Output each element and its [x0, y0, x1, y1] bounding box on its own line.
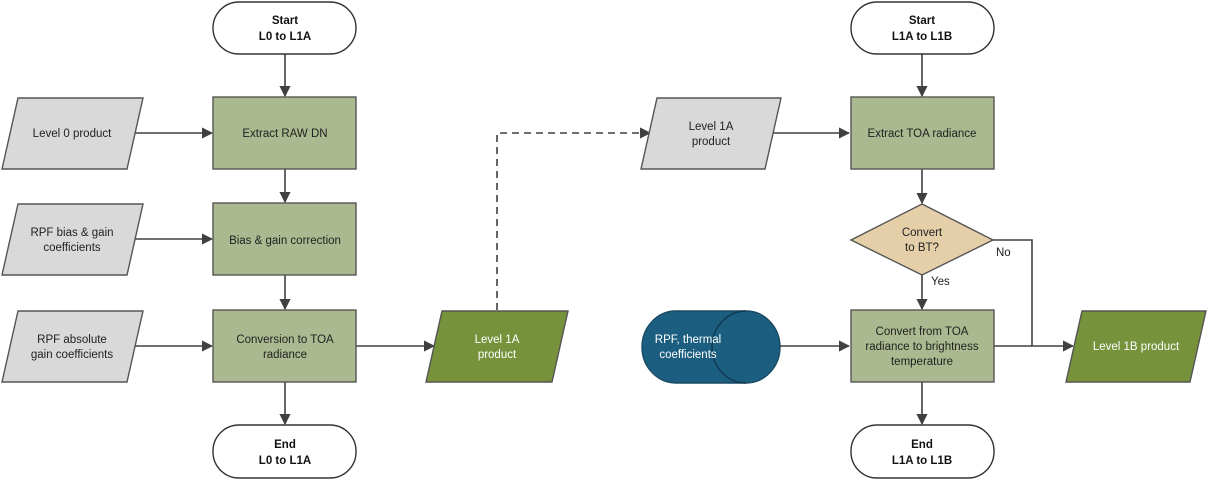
process-toa-conversion: Conversion to TOA radiance — [212, 309, 357, 383]
terminal-end-l1a-line1: End — [911, 439, 933, 451]
decision-no-label: No — [996, 247, 1011, 259]
terminal-end-l1a-line2: L1A to L1B — [892, 455, 952, 467]
terminal-start-l0: Start L0 to L1A — [212, 1, 357, 55]
decision-convert-to-bt-line2: to BT? — [905, 242, 939, 254]
input-rpf-absolute-gain-line2: gain coefficients — [31, 349, 114, 361]
terminal-start-l0-line1: Start — [272, 15, 298, 27]
storage-rpf-thermal-coefficients: RPF, thermal coefficients — [641, 310, 781, 384]
input-level0-product: Level 0 product — [1, 97, 144, 170]
output-level1a-product-line1: Level 1A — [475, 334, 520, 346]
terminal-start-l1a-line2: L1A to L1B — [892, 31, 952, 43]
output-level1a-product-line2: product — [478, 349, 517, 361]
input-rpf-bias-gain-line1: RPF bias & gain — [30, 227, 113, 239]
input-rpf-bias-gain: RPF bias & gain coefficients — [1, 203, 144, 276]
terminal-end-l1a: End L1A to L1B — [850, 424, 995, 479]
storage-rpf-thermal-line1: RPF, thermal — [655, 334, 721, 346]
edge-decision-no — [992, 239, 1075, 352]
process-toa-conversion-line1: Conversion to TOA — [236, 334, 334, 346]
decision-yes-label: Yes — [931, 276, 950, 288]
process-extract-toa-radiance-label: Extract TOA radiance — [868, 128, 977, 140]
input-rpf-absolute-gain-line1: RPF absolute — [37, 334, 107, 346]
output-level1b-product-label: Level 1B product — [1093, 341, 1180, 353]
process-bias-gain-correction-label: Bias & gain correction — [229, 235, 341, 247]
output-level1a-product: Level 1A product — [425, 310, 569, 383]
process-convert-brightness-temperature: Convert from TOA radiance to brightness … — [850, 309, 995, 383]
decision-convert-to-bt: Convert to BT? — [849, 203, 995, 276]
terminal-end-l0: End L0 to L1A — [212, 424, 357, 479]
process-convert-bt-line1: Convert from TOA — [876, 326, 969, 338]
process-bias-gain-correction: Bias & gain correction — [212, 202, 357, 276]
terminal-start-l1a-line1: Start — [909, 15, 935, 27]
input-level1a-product-line1: Level 1A — [689, 121, 734, 133]
terminal-end-l0-line2: L0 to L1A — [259, 455, 311, 467]
input-level0-product-label: Level 0 product — [33, 128, 112, 140]
process-extract-raw-dn-label: Extract RAW DN — [242, 128, 327, 140]
decision-convert-to-bt-line1: Convert — [902, 227, 943, 239]
process-toa-conversion-line2: radiance — [263, 349, 307, 361]
input-rpf-absolute-gain: RPF absolute gain coefficients — [1, 310, 144, 383]
input-level1a-product: Level 1A product — [640, 97, 782, 170]
input-rpf-bias-gain-line2: coefficients — [43, 242, 101, 254]
process-extract-toa-radiance: Extract TOA radiance — [850, 96, 995, 170]
terminal-start-l1a: Start L1A to L1B — [850, 1, 995, 55]
process-convert-bt-line2: radiance to brightness — [865, 341, 978, 353]
output-level1b-product: Level 1B product — [1065, 310, 1207, 383]
input-level1a-product-line2: product — [692, 136, 731, 148]
terminal-end-l0-line1: End — [274, 439, 296, 451]
process-convert-bt-line3: temperature — [891, 356, 953, 368]
storage-rpf-thermal-line2: coefficients — [659, 349, 717, 361]
connectors — [134, 54, 1075, 426]
edge-level1a-to-level1a-input-dashed — [496, 127, 652, 310]
terminal-start-l0-line2: L0 to L1A — [259, 31, 311, 43]
process-extract-raw-dn: Extract RAW DN — [212, 96, 357, 170]
